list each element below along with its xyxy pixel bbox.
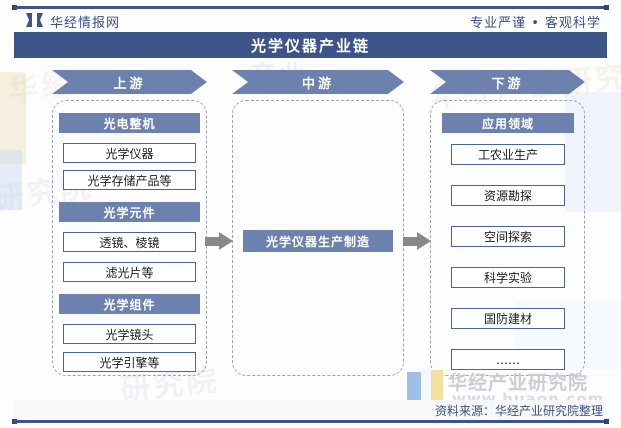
downstream-header: 应用领域 [442, 113, 574, 133]
upstream-item-2-1[interactable]: 透镜、棱镜 [63, 232, 196, 252]
top-rule-cap-right [604, 5, 609, 10]
arrow-head [219, 232, 233, 250]
background-watermark-block-1 [0, 72, 26, 164]
downstream-item-2[interactable]: 资源勘探 [451, 185, 565, 206]
upstream-item-3-1[interactable]: 光学镜头 [63, 324, 196, 344]
arrow-shaft [205, 237, 222, 246]
chevron-shape-icon [52, 70, 207, 94]
bottom-rule [14, 420, 607, 423]
top-rule [14, 6, 607, 9]
arrow-head [417, 232, 431, 250]
source-text: 资料来源：华经产业研究院整理 [434, 404, 603, 418]
upstream-group-header-3: 光学组件 [59, 294, 200, 314]
stage-label-downstream: 下游 [491, 76, 524, 92]
upstream-item-1-1[interactable]: 光学仪器 [63, 143, 196, 163]
source-strip [14, 400, 607, 419]
brand-name: 华经情报网 [50, 16, 121, 31]
stage-label-midstream: 中游 [301, 76, 334, 92]
stage-label-upstream: 上游 [113, 76, 146, 92]
downstream-item-3[interactable]: 空间探索 [451, 226, 565, 247]
midstream-item-1[interactable]: 光学仪器生产制造 [243, 230, 393, 252]
brand[interactable]: 华经情报网 [26, 12, 120, 31]
masthead: 华经情报网 专业严谨 • 客观科学 [14, 10, 607, 32]
institute-watermark: 华经产业研究院 [448, 372, 589, 394]
institute-logo-icon [407, 368, 443, 400]
double-bookmark-logo-icon [26, 12, 43, 31]
stage-banner-upstream: 上游 [52, 70, 207, 94]
upstream-item-3-2[interactable]: 光学引擎等 [63, 352, 196, 372]
right-arrow-icon-upstream-to-midstream [205, 232, 233, 251]
stage-banner-midstream: 中游 [232, 70, 404, 94]
logo-panel-yellow [431, 370, 443, 400]
logo-panel-blue [407, 372, 422, 400]
logo-panel-white [421, 368, 432, 400]
page-title: 光学仪器产业链 [250, 36, 370, 55]
arrow-shaft [403, 237, 420, 246]
background-watermark-block-2 [0, 150, 22, 210]
upstream-item-1-2[interactable]: 光学存储产品等 [63, 170, 196, 190]
downstream-item-6[interactable]: …… [451, 349, 565, 370]
page-title-band: 光学仪器产业链 [14, 32, 607, 58]
downstream-item-5[interactable]: 国防建材 [451, 308, 565, 329]
upstream-group-header-1: 光电整机 [59, 113, 200, 133]
downstream-item-1[interactable]: 工农业生产 [451, 144, 565, 165]
stage-banner-downstream: 下游 [430, 70, 585, 94]
downstream-item-4[interactable]: 科学实验 [451, 267, 565, 288]
right-arrow-icon-midstream-to-downstream [403, 232, 431, 251]
chevron-shape-icon [232, 70, 404, 94]
slogan: 专业严谨 • 客观科学 [470, 16, 601, 31]
bottom-rule-cap-right [604, 419, 609, 424]
upstream-item-2-2[interactable]: 滤光片等 [63, 262, 196, 282]
upstream-group-header-2: 光学元件 [59, 202, 200, 222]
chevron-shape-icon [430, 70, 585, 94]
